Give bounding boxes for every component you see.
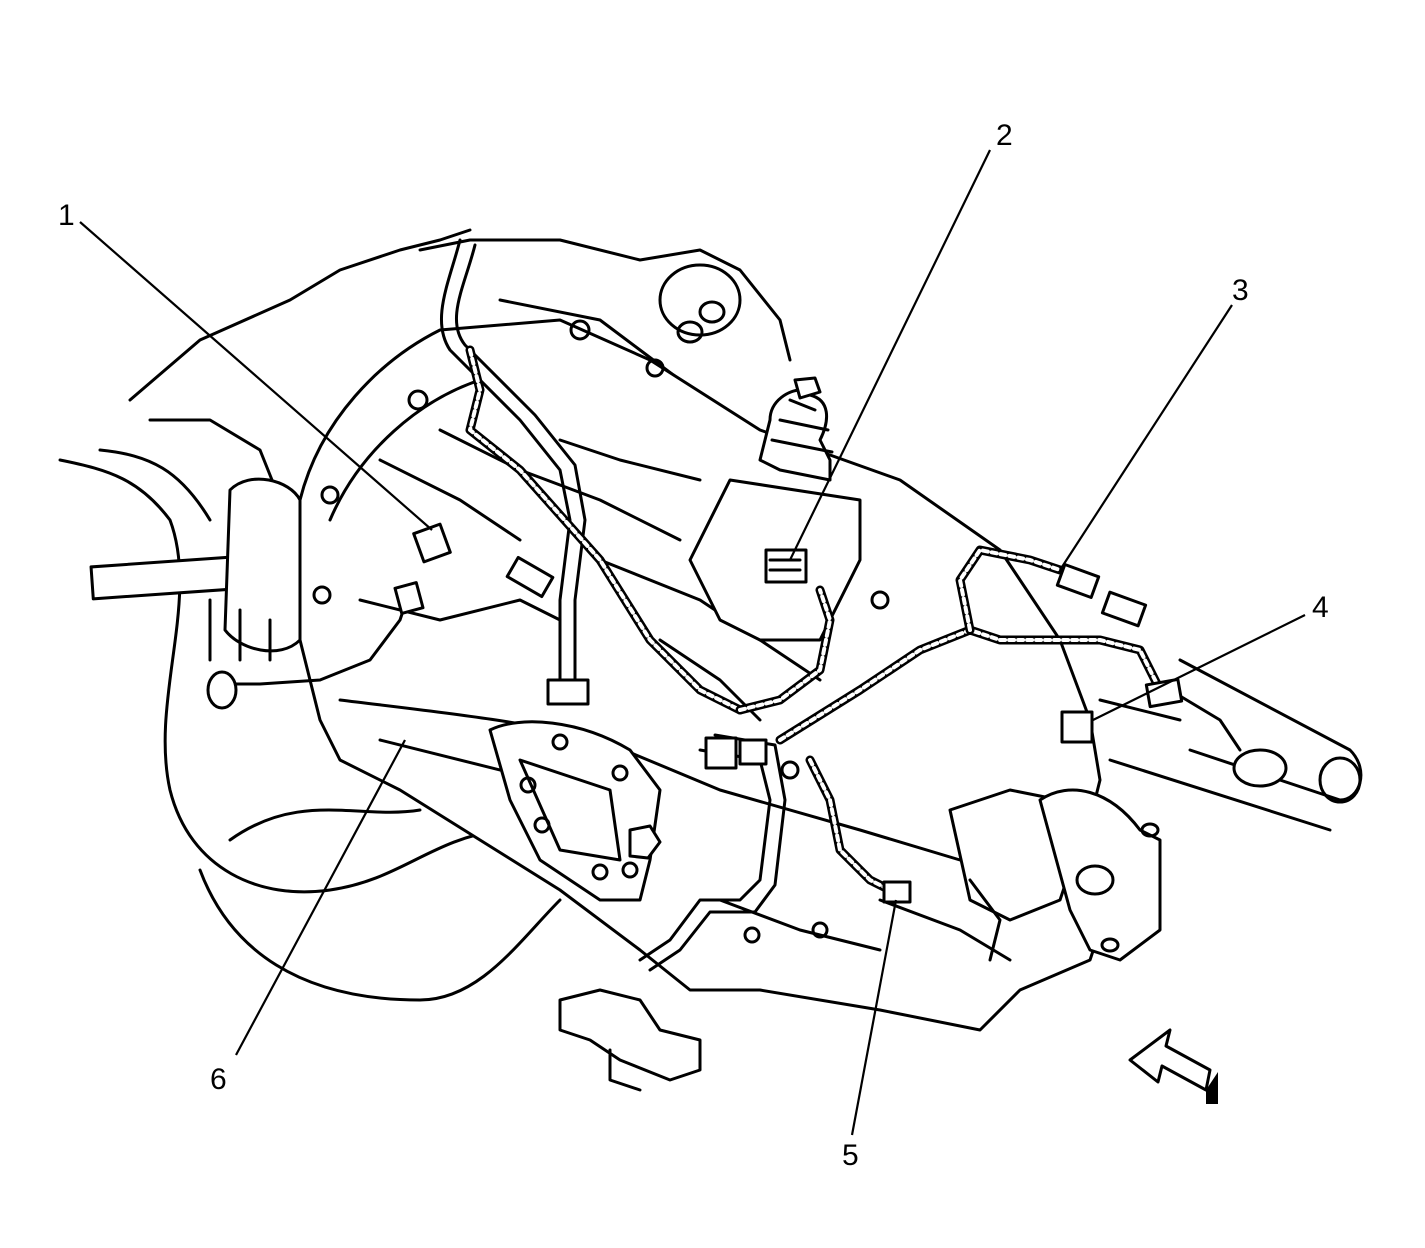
exhaust-pipe-right xyxy=(1098,658,1363,832)
callout-2: 2 xyxy=(996,119,1013,152)
leader-4 xyxy=(1092,614,1306,721)
callout-6: 6 xyxy=(210,1063,227,1096)
exhaust-pipe-left xyxy=(58,448,562,1002)
cooler-lines xyxy=(439,238,787,1092)
callout-3: 3 xyxy=(1232,274,1249,307)
leader-6 xyxy=(235,739,406,1056)
connectors xyxy=(393,522,1184,904)
callout-labels: 1 2 3 4 5 6 xyxy=(58,119,1329,1172)
callout-5: 5 xyxy=(842,1139,859,1172)
transmission-case xyxy=(298,318,1102,1032)
leader-3 xyxy=(1059,304,1233,571)
leader-2 xyxy=(789,149,991,561)
wiring-harness xyxy=(206,345,1288,895)
connector-3 xyxy=(1055,563,1101,599)
leader-5 xyxy=(850,899,898,1136)
leader-1 xyxy=(79,221,433,531)
side-cover xyxy=(488,720,662,902)
view-direction-arrow-icon xyxy=(1128,1028,1218,1104)
connector-2 xyxy=(764,548,808,584)
connector-4b xyxy=(1060,710,1094,744)
connector-1 xyxy=(412,522,452,564)
connector-left xyxy=(393,581,425,615)
connector-4 xyxy=(1144,677,1184,709)
connector-3b xyxy=(1100,590,1148,628)
leader-lines xyxy=(79,149,1306,1136)
connector-5 xyxy=(882,880,912,904)
output-yoke xyxy=(948,788,1162,962)
callout-1: 1 xyxy=(58,199,75,232)
callout-4: 4 xyxy=(1312,591,1329,624)
